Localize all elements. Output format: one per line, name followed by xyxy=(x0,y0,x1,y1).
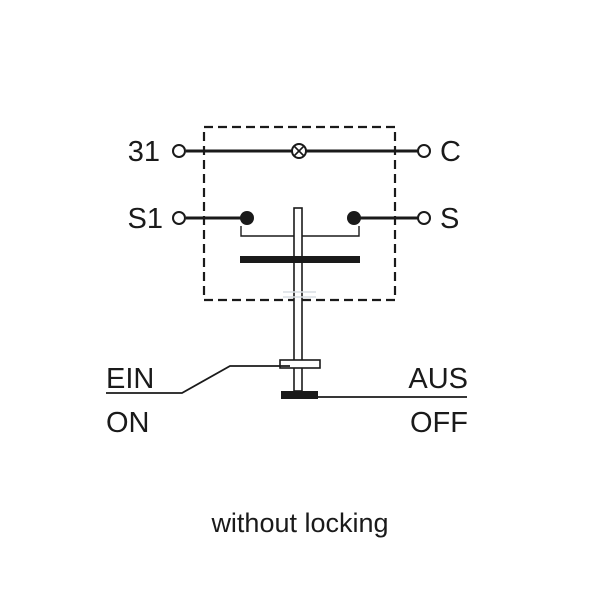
actuator-base xyxy=(281,391,318,399)
actuator-collar xyxy=(279,359,321,369)
terminal-label-s: S xyxy=(440,203,459,235)
terminal-label-s1: S1 xyxy=(128,203,163,235)
terminal-c xyxy=(417,144,431,158)
diagram-caption: without locking xyxy=(211,508,389,538)
ghost-marks xyxy=(283,291,316,298)
position-label-on: ON xyxy=(106,407,150,439)
position-label-ein: EIN xyxy=(106,363,154,395)
contact-left xyxy=(240,211,254,225)
terminal-s xyxy=(417,211,431,225)
position-label-off: OFF xyxy=(410,407,468,439)
on-position-line xyxy=(106,365,290,394)
lamp-cross-circle-icon xyxy=(291,143,307,159)
terminal-label-c: C xyxy=(440,136,461,168)
terminal-31 xyxy=(172,144,186,158)
contact-bar xyxy=(240,256,360,263)
contact-right xyxy=(347,211,361,225)
position-label-aus: AUS xyxy=(408,363,468,395)
terminal-s1 xyxy=(172,211,186,225)
terminal-label-31: 31 xyxy=(128,136,160,168)
